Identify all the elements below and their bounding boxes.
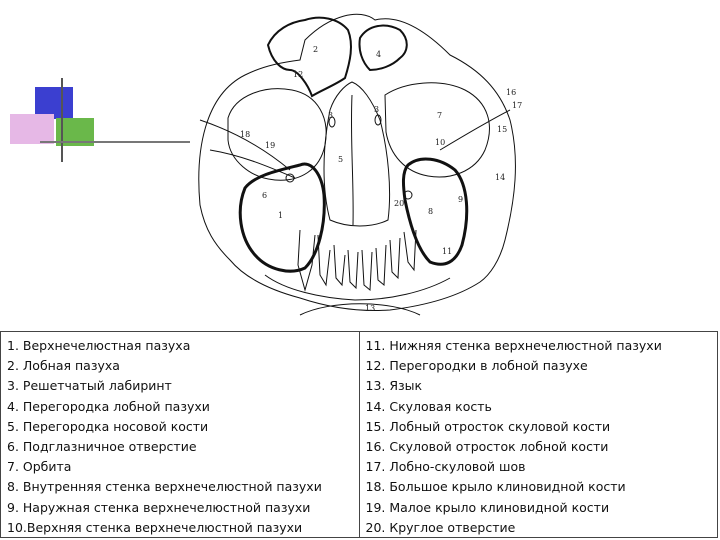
- legend-table: 1. Верхнечелюстная пазуха 2. Лобная пазу…: [0, 331, 718, 538]
- label-19: 19: [265, 141, 275, 150]
- legend-item: 13. Язык: [366, 376, 710, 396]
- label-12: 12: [293, 70, 303, 79]
- teeth-left: [298, 230, 358, 290]
- label-3-right: 3: [374, 105, 379, 114]
- decorative-vertical-line: [61, 78, 63, 162]
- decorative-pink-square: [10, 114, 54, 144]
- legend-item: 15. Лобный отросток скуловой кости: [366, 417, 710, 437]
- legend-item: 3. Решетчатый лабиринт: [7, 376, 351, 396]
- frontal-sinus-right: [359, 26, 406, 70]
- label-11: 11: [442, 247, 452, 256]
- label-5: 5: [338, 155, 343, 164]
- skull-sinus-diagram: 1 2 4 5 6 7 8 9 10 11 12 13 14 15 16 17 …: [170, 0, 550, 330]
- label-7: 7: [437, 111, 442, 120]
- legend-item: 11. Нижняя стенка верхнечелюстной пазухи: [366, 336, 710, 356]
- legend-item: 18. Большое крыло клиновидной кости: [366, 477, 710, 497]
- label-14: 14: [495, 173, 505, 182]
- legend-item: 20. Круглое отверстие: [366, 518, 710, 538]
- label-4: 4: [376, 50, 381, 59]
- legend-item: 12. Перегородки в лобной пазухе: [366, 356, 710, 376]
- label-8: 8: [428, 207, 433, 216]
- legend-item: 5. Перегородка носовой кости: [7, 417, 351, 437]
- label-16: 16: [506, 88, 516, 97]
- legend-item: 19. Малое крыло клиновидной кости: [366, 498, 710, 518]
- legend-left-column: 1. Верхнечелюстная пазуха 2. Лобная пазу…: [1, 332, 360, 537]
- legend-item: 17. Лобно-скуловой шов: [366, 457, 710, 477]
- legend-item: 7. Орбита: [7, 457, 351, 477]
- nasal-septum: [351, 95, 353, 225]
- maxillary-sinus-right: [403, 159, 466, 264]
- legend-item: 4. Перегородка лобной пазухи: [7, 397, 351, 417]
- legend-right-column: 11. Нижняя стенка верхнечелюстной пазухи…: [360, 332, 718, 537]
- label-6: 6: [262, 191, 267, 200]
- legend-item: 8. Внутренняя стенка верхнечелюстной паз…: [7, 477, 351, 497]
- foramen-left: [286, 174, 294, 182]
- tongue: [300, 304, 420, 315]
- legend-item: 2. Лобная пазуха: [7, 356, 351, 376]
- label-3-left: 3: [328, 111, 333, 120]
- label-2: 2: [313, 45, 318, 54]
- teeth-right: [362, 230, 416, 290]
- frontal-sinus-left: [268, 18, 351, 96]
- legend-item: 6. Подглазничное отверстие: [7, 437, 351, 457]
- label-15: 15: [497, 125, 507, 134]
- label-17: 17: [512, 101, 522, 110]
- legend-item: 9. Наружная стенка верхнечелюстной пазух…: [7, 498, 351, 518]
- decorative-horizontal-line: [40, 141, 190, 143]
- diagram-number-labels: 1 2 4 5 6 7 8 9 10 11 12 13 14 15 16 17 …: [240, 45, 522, 313]
- nasal-cavity: [324, 82, 390, 226]
- label-13: 13: [365, 304, 375, 313]
- label-10: 10: [435, 138, 445, 147]
- label-9: 9: [458, 195, 463, 204]
- legend-item: 16. Скуловой отросток лобной кости: [366, 437, 710, 457]
- label-20: 20: [394, 199, 404, 208]
- greater-wing-line: [200, 120, 290, 170]
- legend-item: 1. Верхнечелюстная пазуха: [7, 336, 351, 356]
- label-18: 18: [240, 130, 250, 139]
- label-1: 1: [278, 211, 283, 220]
- legend-item: 10.Верхняя стенка верхнечелюстной пазухи: [7, 518, 351, 538]
- legend-item: 14. Скуловая кость: [366, 397, 710, 417]
